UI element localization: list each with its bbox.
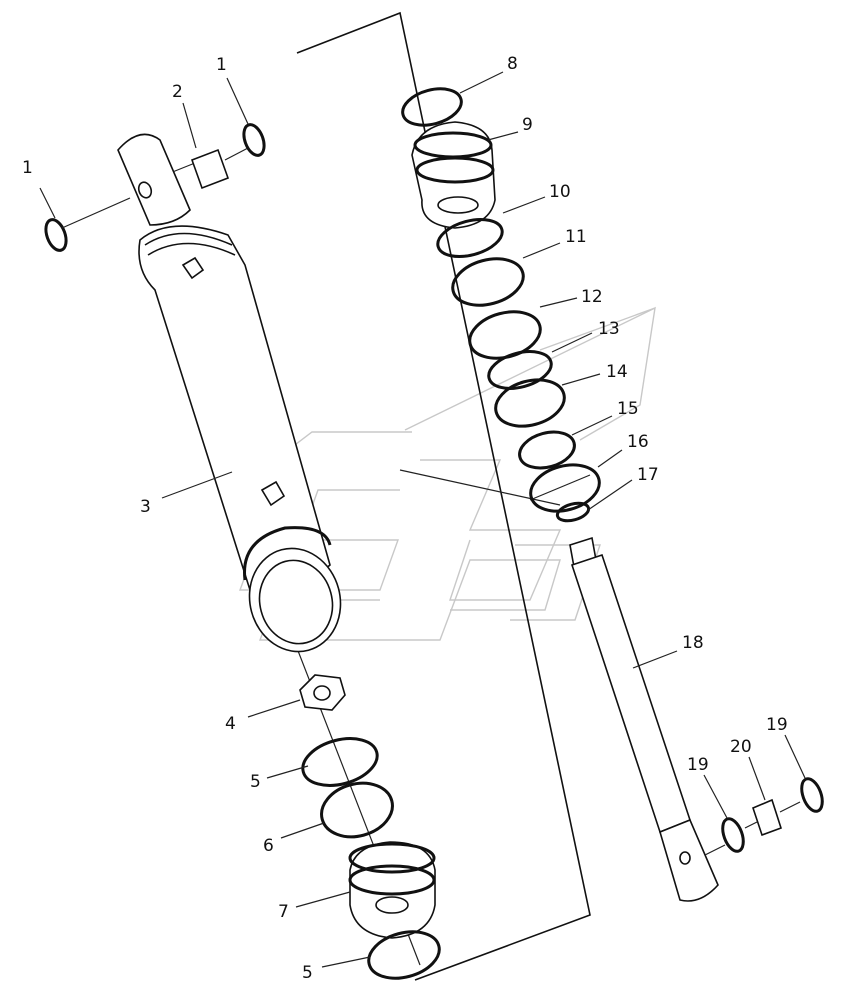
callout-5-lower: 5 [302, 963, 313, 983]
lower-seal-stack [301, 737, 394, 839]
callout-13: 13 [598, 319, 620, 339]
callout-7: 7 [278, 902, 289, 922]
ring-13 [487, 350, 553, 390]
callout-19-left: 19 [687, 755, 709, 775]
snap-ring-19-right [800, 777, 824, 813]
leader-lines [39, 71, 806, 968]
seal-17 [555, 501, 591, 523]
callout-20: 20 [730, 737, 752, 757]
seal-11 [451, 257, 525, 307]
seal-6 [320, 781, 394, 839]
callout-19-right: 19 [766, 715, 788, 735]
seal-14 [494, 378, 566, 428]
callout-10: 10 [549, 182, 571, 202]
snap-ring-1-left [44, 218, 68, 252]
callout-17: 17 [637, 465, 659, 485]
gland-9 [411, 121, 496, 229]
pivot-pin-assembly-bottom [704, 777, 824, 856]
callout-15: 15 [617, 399, 639, 419]
callout-8: 8 [507, 54, 518, 74]
callout-4: 4 [225, 714, 236, 734]
pin-2 [190, 148, 230, 190]
pin-20 [752, 798, 782, 837]
callout-12: 12 [581, 287, 603, 307]
seal-5-upper [301, 737, 379, 787]
callout-3: 3 [140, 497, 151, 517]
ring-8 [401, 87, 463, 127]
callout-2: 2 [172, 82, 183, 102]
snap-ring-1-right [242, 123, 266, 157]
seal-16 [529, 463, 601, 513]
callout-14: 14 [606, 362, 628, 382]
gland-seal-stack [401, 87, 601, 523]
nut-4 [299, 674, 346, 711]
snap-ring-19-left [721, 817, 745, 853]
callout-9: 9 [522, 115, 533, 135]
callout-1-left: 1 [22, 158, 33, 178]
callout-labels: 1 2 1 3 4 5 6 7 5 8 9 10 11 12 13 14 15 … [22, 54, 788, 983]
callout-1-right: 1 [216, 55, 227, 75]
piston-rod-18 [569, 536, 719, 902]
callout-5-upper: 5 [250, 772, 261, 792]
callout-18: 18 [682, 633, 704, 653]
callout-16: 16 [627, 432, 649, 452]
piston-7 [348, 841, 436, 939]
callout-11: 11 [565, 227, 587, 247]
seal-5-lower [367, 930, 441, 980]
ring-15 [518, 430, 576, 470]
cylinder-barrel-3 [117, 133, 342, 653]
ring-10 [436, 217, 504, 259]
assembly-frame [296, 11, 591, 981]
callout-6: 6 [263, 836, 274, 856]
